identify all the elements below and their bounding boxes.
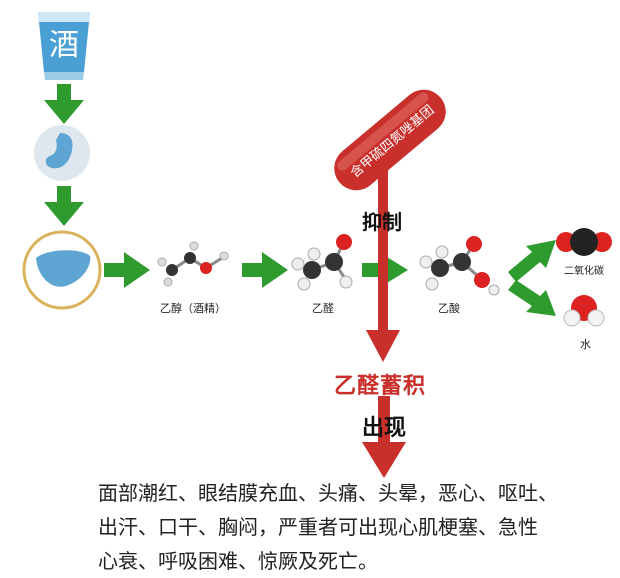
co2-molecule xyxy=(556,228,612,256)
arrow-stomach-to-liver xyxy=(44,186,84,226)
appear-text: 出现 xyxy=(362,416,407,441)
symptom-line: 心衰、呼吸困难、惊厥及死亡。 xyxy=(98,549,378,573)
symptom-arrow xyxy=(362,396,406,478)
inhibitor-pill xyxy=(334,89,446,191)
arrow-ethanol-to-acetaldehyde xyxy=(242,252,288,288)
arrow-liver-to-ethanol xyxy=(104,252,150,288)
pathway-diagram xyxy=(22,12,612,478)
symptom-line: 出汗、口干、胸闷，严重者可出现心肌梗塞、急性 xyxy=(98,515,538,539)
accumulation-text: 乙醛蓄积 xyxy=(334,374,427,399)
co2-label: 二氧化碳 xyxy=(564,266,604,277)
acetaldehyde-molecule xyxy=(291,234,353,291)
arrow-acid-to-co2 xyxy=(508,240,556,282)
acetic-acid-label: 乙酸 xyxy=(438,302,460,315)
water-molecule xyxy=(563,295,605,327)
stomach-icon xyxy=(34,125,90,181)
symptoms-text: 面部潮红、眼结膜充血、头痛、头晕，恶心、呕吐、 出汗、口干、胸闷，严重者可出现心… xyxy=(98,476,618,578)
cup-label: 酒 xyxy=(49,28,79,63)
inhibition-arrow xyxy=(366,160,400,362)
symptom-line: 面部潮红、眼结膜充血、头痛、头晕，恶心、呕吐、 xyxy=(98,481,558,505)
acetaldehyde-label: 乙醛 xyxy=(312,302,334,315)
arrow-cup-to-stomach xyxy=(44,84,84,124)
inhibit-text: 抑制 xyxy=(362,210,402,234)
acetic-acid-molecule xyxy=(419,236,500,296)
ethanol-label: 乙醇（酒精） xyxy=(160,302,226,315)
arrow-acid-to-water xyxy=(508,280,556,316)
water-label: 水 xyxy=(580,338,591,351)
glass-icon xyxy=(38,12,90,80)
liver-icon xyxy=(22,230,102,310)
ethanol-molecule xyxy=(157,241,229,287)
